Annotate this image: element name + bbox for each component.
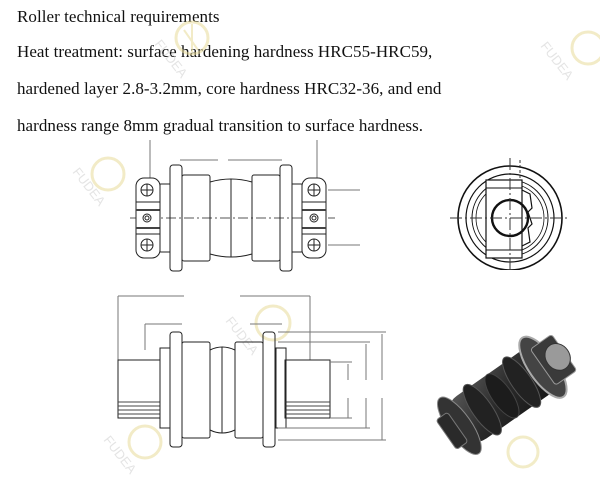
- watermark-logo-icon: FUDEA: [538, 30, 600, 83]
- watermark-logo-icon: FUDEA: [70, 156, 126, 209]
- watermark-logo-icon: [506, 435, 540, 469]
- paragraph-line-1: Heat treatment: surface hardening hardne…: [17, 42, 433, 61]
- paragraph-line-3: hardness range 8mm gradual transition to…: [17, 116, 424, 135]
- watermark-logo-icon: FUDEA: [223, 304, 292, 358]
- roller-front-view-drawing: [130, 140, 360, 272]
- document-title: Roller technical requirements: [17, 7, 220, 26]
- watermark-logo-icon: FUDEA: [152, 20, 210, 81]
- svg-text:FUDEA: FUDEA: [152, 37, 191, 81]
- roller-side-view-drawing: [117, 295, 386, 448]
- roller-end-view-drawing: [450, 158, 570, 270]
- roller-3d-render: [436, 334, 577, 455]
- paragraph-line-2: hardened layer 2.8-3.2mm, core hardness …: [17, 79, 442, 98]
- watermark-logo-icon: FUDEA: [101, 424, 163, 477]
